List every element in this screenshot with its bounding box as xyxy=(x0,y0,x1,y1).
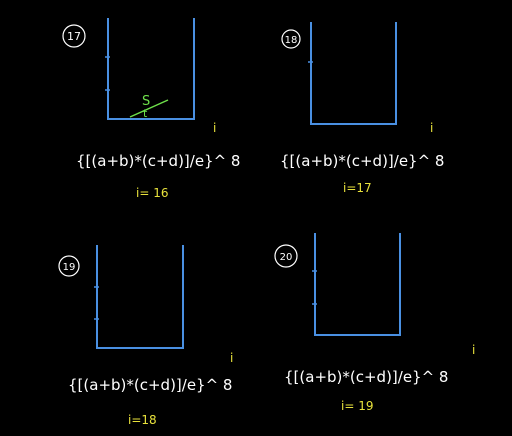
step-circle xyxy=(281,29,301,49)
step-number: 17 xyxy=(67,30,81,43)
step-number: 18 xyxy=(285,35,298,46)
index-label: i=17 xyxy=(343,181,372,195)
expression: {[(a+b)*(c+d)]/e}^ 8 xyxy=(68,376,232,394)
panel-step-17: 17 S t {[(a+b)*(c+d)]/e}^ 8 i i= 16 xyxy=(62,18,240,200)
stack-container xyxy=(96,245,184,349)
step-number: 20 xyxy=(280,252,293,263)
index-label: i=18 xyxy=(128,413,157,427)
stack-container xyxy=(107,18,195,120)
step-circle xyxy=(58,255,80,277)
stack-container xyxy=(314,233,401,336)
pointer-symbol: i xyxy=(472,343,475,357)
stack-container xyxy=(310,22,397,125)
step-circle xyxy=(62,24,86,48)
expression: {[(a+b)*(c+d)]/e}^ 8 xyxy=(280,152,444,170)
index-label: i= 16 xyxy=(136,186,168,200)
expression: {[(a+b)*(c+d)]/e}^ 8 xyxy=(76,152,240,170)
step-circle xyxy=(274,244,298,268)
panel-step-18: 18 {[(a+b)*(c+d)]/e}^ 8 i i=17 xyxy=(280,22,444,195)
stack-top-pointer xyxy=(129,99,169,118)
panel-step-20: 20 {[(a+b)*(c+d)]/e}^ 8 i i= 19 xyxy=(274,233,475,413)
pointer-symbol: i xyxy=(430,121,433,135)
expression: {[(a+b)*(c+d)]/e}^ 8 xyxy=(284,368,448,386)
pointer-symbol: i xyxy=(213,121,216,135)
panel-step-19: 19 {[(a+b)*(c+d)]/e}^ 8 i i=18 xyxy=(58,245,233,427)
pointer-symbol: i xyxy=(230,351,233,365)
index-label: i= 19 xyxy=(341,399,373,413)
step-number: 19 xyxy=(63,262,76,273)
stack-top-label: S xyxy=(142,94,150,109)
stack-top-sub: t xyxy=(143,107,148,120)
